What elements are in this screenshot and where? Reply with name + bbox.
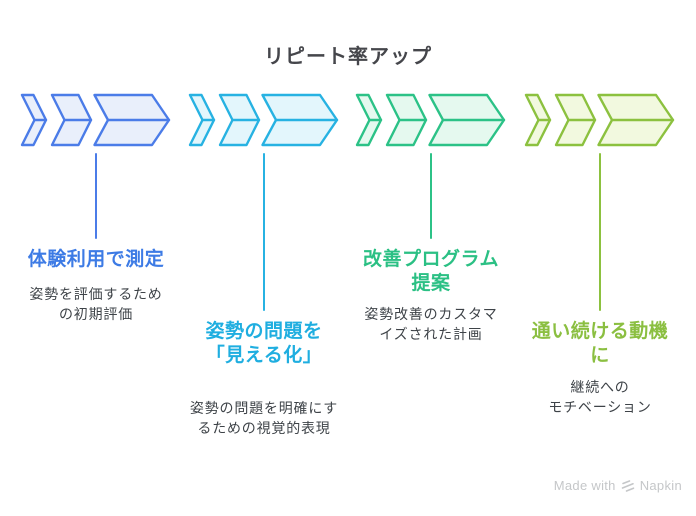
stage-4-title-line: に <box>590 345 610 366</box>
connector-line <box>263 153 265 311</box>
stage-3-description: 姿勢改善のカスタマ イズされた計画 <box>346 304 516 344</box>
stage-3-title-line: 提案 <box>411 273 451 294</box>
stage-4-title: 通い続ける動機 に <box>515 320 685 368</box>
stage-3-desc-line: 姿勢改善のカスタマ <box>364 306 498 322</box>
stage-3-title: 改善プログラム 提案 <box>346 248 516 296</box>
connector-line <box>95 153 97 239</box>
stage-2-title: 姿勢の問題を 「見える化」 <box>179 320 349 368</box>
stage-1-desc-line: の初期評価 <box>59 306 133 322</box>
stage-3-title-line: 改善プログラム <box>363 249 499 270</box>
stage-1-description: 姿勢を評価するため の初期評価 <box>11 284 181 324</box>
stage-2-desc-line: るための視覚的表現 <box>197 420 331 436</box>
chevron-arrows-icon <box>355 93 506 147</box>
chevron-arrows-icon <box>188 93 339 147</box>
chevron-arrows-icon <box>524 93 675 147</box>
stage-3-desc-line: イズされた計画 <box>379 326 483 342</box>
stage-4-title-line: 通い続ける動機 <box>531 321 669 342</box>
stage-3: 改善プログラム 提案 姿勢改善のカスタマ イズされた計画 <box>346 0 516 516</box>
stage-2: 姿勢の問題を 「見える化」 姿勢の問題を明確にす るための視覚的表現 <box>179 0 349 516</box>
stage-4: 通い続ける動機 に 継続への モチベーション <box>515 0 685 516</box>
napkin-logo-icon <box>621 479 635 492</box>
stage-2-description: 姿勢の問題を明確にす るための視覚的表現 <box>179 398 349 438</box>
connector-line <box>430 153 432 239</box>
stage-1-title-line: 体験利用で測定 <box>27 249 165 270</box>
made-with-label: Made with <box>553 478 616 493</box>
stage-1-desc-line: 姿勢を評価するため <box>29 286 163 302</box>
stage-4-desc-line: モチベーション <box>548 399 652 415</box>
stage-1-title: 体験利用で測定 <box>11 248 181 272</box>
stage-1: 体験利用で測定 姿勢を評価するため の初期評価 <box>11 0 181 516</box>
chevron-arrows-icon <box>20 93 171 147</box>
stage-2-title-line: 姿勢の問題を <box>205 321 323 342</box>
stage-4-desc-line: 継続への <box>570 379 630 395</box>
stage-4-description: 継続への モチベーション <box>515 377 685 417</box>
stage-2-title-line: 「見える化」 <box>205 345 323 366</box>
napkin-brand-label: Napkin <box>639 478 682 493</box>
stage-2-desc-line: 姿勢の問題を明確にす <box>189 400 339 416</box>
made-with-napkin-badge[interactable]: Made with Napkin <box>554 478 682 493</box>
diagram-title: リピート率アップ <box>264 46 432 68</box>
connector-line <box>599 153 601 311</box>
